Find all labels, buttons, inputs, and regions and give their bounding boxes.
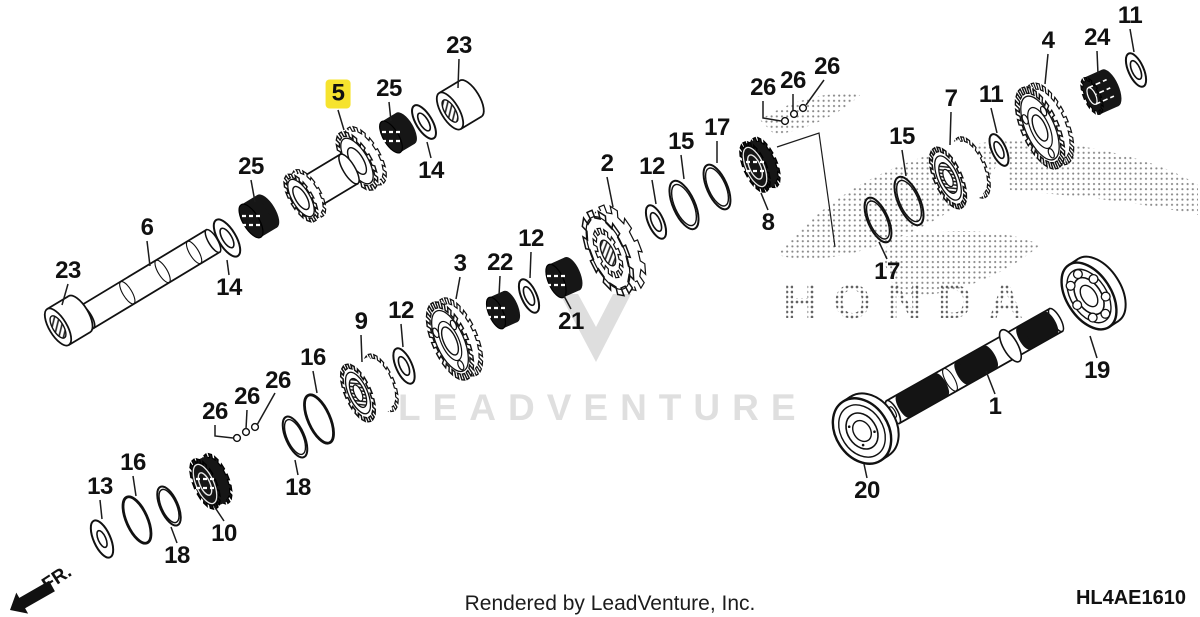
callout-2[interactable]: 2 — [600, 150, 614, 177]
part-ring-18-right — [281, 415, 309, 459]
callout-11[interactable]: 11 — [1117, 2, 1143, 29]
part-bearing-25-right — [379, 112, 417, 154]
part-bearing-19 — [1060, 255, 1127, 331]
part-washer-12-left — [392, 347, 416, 385]
callout-6[interactable]: 6 — [140, 214, 154, 241]
callout-24[interactable]: 24 — [1084, 24, 1110, 51]
callout-21[interactable]: 21 — [558, 308, 584, 335]
callout-12[interactable]: 12 — [518, 225, 544, 252]
part-ring-16-left — [121, 495, 153, 545]
part-bearing-22 — [485, 290, 521, 330]
part-gear-10 — [189, 452, 233, 511]
callout-25[interactable]: 25 — [238, 153, 264, 180]
callout-13[interactable]: 13 — [87, 473, 113, 500]
callout-12[interactable]: 12 — [388, 297, 414, 324]
part-collar-24 — [1080, 69, 1122, 116]
part-ring-17-left — [702, 163, 732, 211]
callout-18[interactable]: 18 — [164, 542, 190, 569]
part-gear-2 — [581, 204, 647, 297]
part-washer-12-mid — [517, 278, 541, 314]
part-washer-11-left — [988, 133, 1010, 167]
diagram-code: HL4AE1610 — [1075, 587, 1186, 609]
part-gear-4 — [1014, 82, 1075, 170]
part-bushing-23-right — [435, 79, 485, 131]
part-gear-8 — [739, 136, 781, 193]
callout-3[interactable]: 3 — [453, 250, 467, 277]
part-ring-15-right — [893, 175, 925, 227]
callout-26[interactable]: 26 — [234, 383, 260, 410]
part-ring-16-right — [303, 393, 335, 445]
callout-15[interactable]: 15 — [668, 128, 694, 155]
part-hub-9 — [339, 353, 399, 423]
callout-23[interactable]: 23 — [446, 32, 472, 59]
part-shaft-6 — [78, 228, 222, 330]
callout-19[interactable]: 19 — [1084, 357, 1110, 384]
part-washer-12-right — [644, 204, 668, 240]
callout-11[interactable]: 11 — [978, 81, 1004, 108]
callout-7[interactable]: 7 — [944, 85, 958, 112]
watermark-v-logo — [560, 294, 631, 362]
callout-15[interactable]: 15 — [889, 123, 915, 150]
part-balls-26-lower — [232, 422, 260, 443]
callout-26[interactable]: 26 — [202, 398, 228, 425]
part-gear-5-small — [283, 169, 327, 223]
callout-5-highlighted[interactable]: 5 — [325, 79, 351, 109]
watermark-honda-text: HONDA — [783, 276, 1039, 329]
callout-14[interactable]: 14 — [216, 274, 242, 301]
aux-lines — [776, 132, 836, 248]
part-hub-7 — [928, 136, 991, 210]
front-direction-indicator: FR. — [10, 561, 76, 614]
fr-arrow-icon — [10, 580, 55, 614]
part-bearing-25-left — [238, 194, 280, 239]
part-gear-3 — [425, 297, 484, 381]
callout-1[interactable]: 1 — [988, 393, 1002, 420]
part-bearing-20 — [831, 392, 900, 465]
part-washer-13 — [89, 519, 115, 559]
callout-26[interactable]: 26 — [750, 74, 776, 101]
part-washer-11-right — [1124, 52, 1148, 88]
callout-4[interactable]: 4 — [1041, 27, 1055, 54]
part-shaft-1 — [884, 307, 1065, 425]
part-ring-18-left — [156, 485, 182, 527]
callout-8[interactable]: 8 — [761, 209, 775, 236]
callout-23[interactable]: 23 — [55, 257, 81, 284]
part-gear-5-large — [335, 125, 387, 191]
leader-lines — [61, 28, 1135, 544]
part-bushing-23-left — [43, 294, 94, 347]
renderer-credit: Rendered by LeadVenture, Inc. — [464, 592, 756, 615]
part-bearing-21 — [545, 256, 583, 299]
callout-22[interactable]: 22 — [487, 249, 513, 276]
callout-25[interactable]: 25 — [376, 75, 402, 102]
callout-9[interactable]: 9 — [354, 308, 368, 335]
callout-14[interactable]: 14 — [418, 157, 444, 184]
watermark-vendor-text: LEADVENTURE — [398, 387, 808, 428]
exploded-parts — [43, 52, 1148, 559]
callout-26[interactable]: 26 — [780, 67, 806, 94]
callout-26[interactable]: 26 — [265, 367, 291, 394]
callout-17[interactable]: 17 — [704, 114, 730, 141]
callout-20[interactable]: 20 — [854, 477, 880, 504]
callout-26[interactable]: 26 — [814, 53, 840, 80]
part-ring-15-left — [668, 179, 700, 231]
callout-17[interactable]: 17 — [874, 258, 900, 285]
part-balls-26-upper — [780, 103, 808, 126]
callout-16[interactable]: 16 — [120, 449, 146, 476]
part-washer-14-right — [411, 104, 437, 140]
callout-18[interactable]: 18 — [285, 474, 311, 501]
callout-12[interactable]: 12 — [639, 153, 665, 180]
part-ring-17-right — [863, 196, 893, 244]
callout-16[interactable]: 16 — [300, 344, 326, 371]
callout-10[interactable]: 10 — [211, 520, 237, 547]
